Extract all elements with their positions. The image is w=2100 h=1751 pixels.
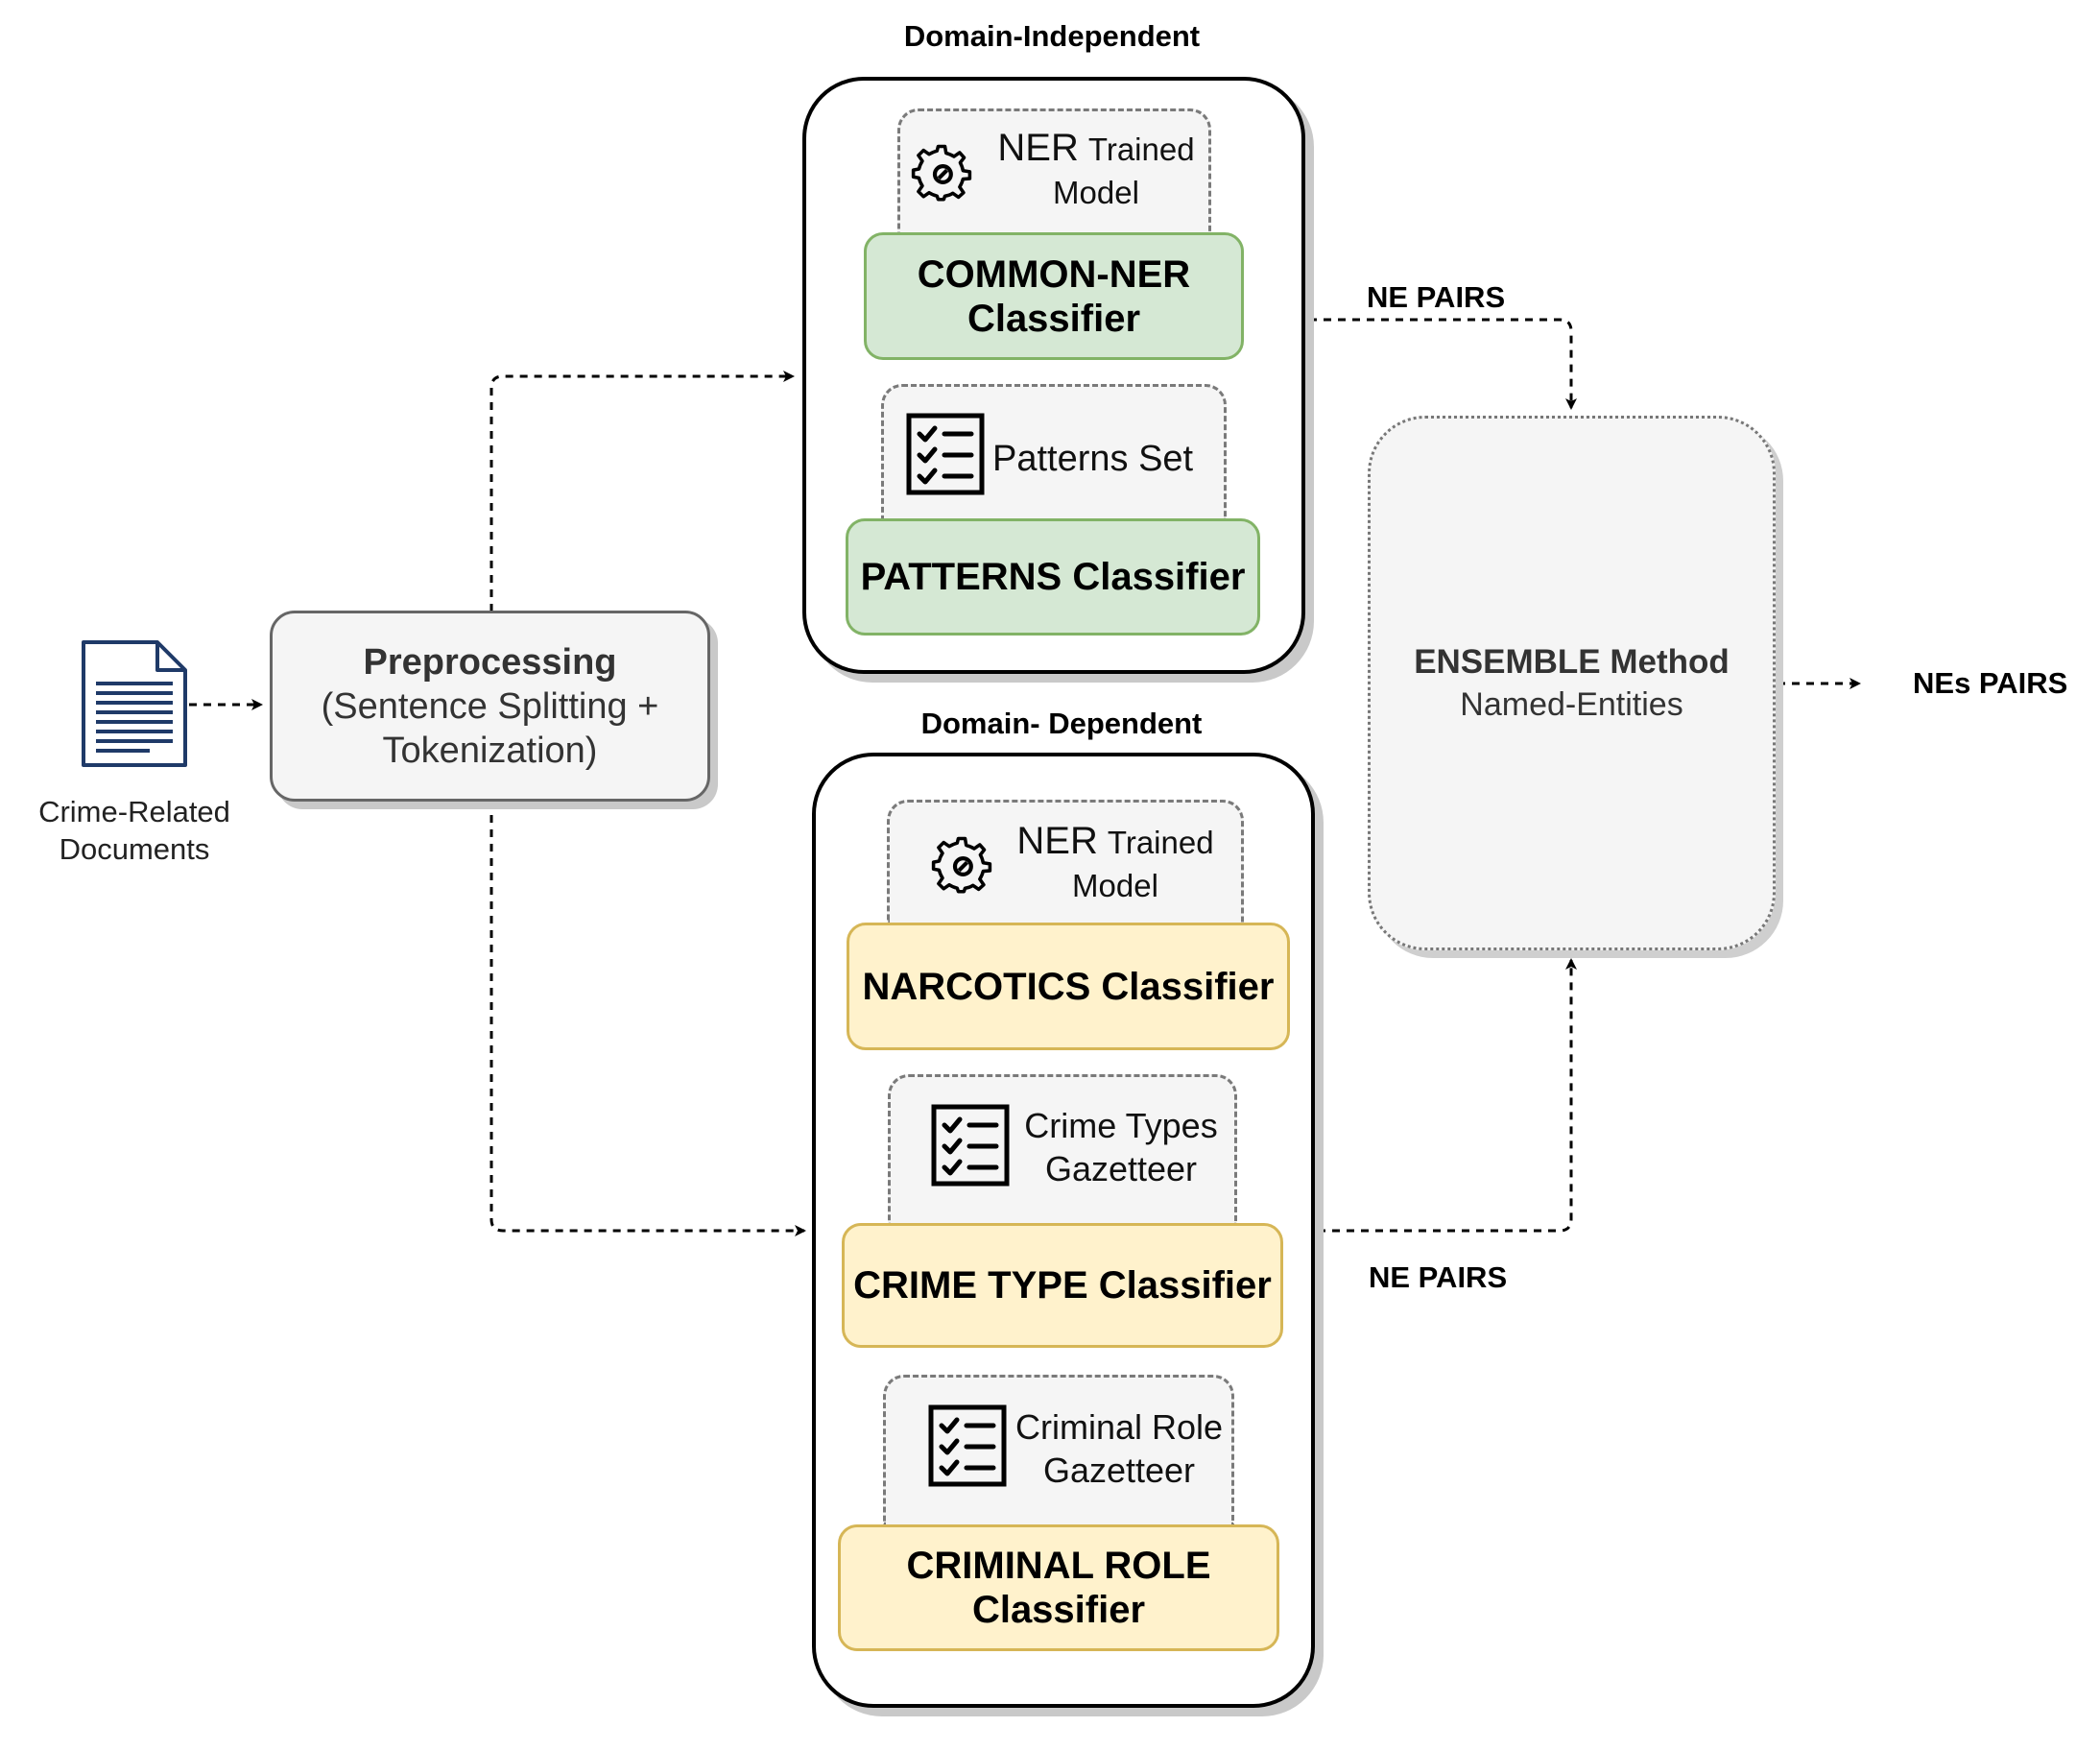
output-label: NEs PAIRS: [1913, 666, 2068, 700]
crime-type-classifier: CRIME TYPE Classifier: [842, 1223, 1283, 1348]
preprocessing-box: Preprocessing (Sentence Splitting + Toke…: [270, 611, 710, 802]
crime-types-line2: Gazetteer: [1044, 1149, 1198, 1188]
crime-types-line1: Crime Types: [1024, 1106, 1218, 1145]
model-text: Model: [1072, 868, 1158, 903]
criminal-role-gazetteer-label: Criminal Role Gazetteer: [1012, 1405, 1227, 1492]
criminal-role-classifier-line1: CRIMINAL ROLE: [906, 1545, 1211, 1587]
trained-text: Trained: [1087, 132, 1195, 167]
ensemble-title: ENSEMBLE Method: [1414, 642, 1730, 681]
ner-model-label-dependent: NER Trained Model: [1000, 820, 1230, 907]
arrow-domain-dependent-to-ensemble: [1318, 958, 1577, 1233]
arrow-preprocessing-to-domain-dependent: [489, 801, 806, 1236]
document-label-line1: Crime-Related: [38, 795, 230, 828]
preprocessing-line3: Tokenization): [382, 730, 598, 771]
common-ner-classifier: COMMON-NER Classifier: [864, 232, 1244, 360]
patterns-set-label: Patterns Set: [992, 439, 1194, 479]
preprocessing-line2: (Sentence Splitting +: [321, 685, 659, 727]
ensemble-method-box: ENSEMBLE Method Named-Entities: [1368, 416, 1776, 950]
patterns-set-tab: [881, 384, 1227, 521]
document-label: Crime-Related Documents: [19, 793, 250, 868]
checklist-icon: [928, 1404, 1007, 1487]
criminal-role-line1: Criminal Role: [1014, 1407, 1224, 1447]
domain-independent-title: Domain-Independent: [903, 19, 1201, 53]
ne-pairs-bottom-label: NE PAIRS: [1369, 1260, 1508, 1294]
document-icon: [82, 640, 187, 767]
common-ner-line1: COMMON-NER: [917, 252, 1191, 296]
patterns-classifier: PATTERNS Classifier: [846, 518, 1260, 636]
ensemble-subtitle: Named-Entities: [1460, 685, 1683, 723]
domain-dependent-title: Domain- Dependent: [920, 707, 1203, 740]
criminal-role-line2: Gazetteer: [1042, 1451, 1196, 1490]
gear-icon: [911, 144, 972, 202]
ner-model-tab-dependent: [887, 800, 1244, 923]
narcotics-classifier: NARCOTICS Classifier: [847, 923, 1290, 1050]
gear-icon: [931, 836, 992, 894]
ne-pairs-top-label: NE PAIRS: [1367, 280, 1506, 314]
arrow-domain-independent-to-ensemble: [1309, 318, 1577, 410]
checklist-icon: [931, 1104, 1010, 1187]
criminal-role-classifier-line2: Classifier: [971, 1589, 1146, 1631]
checklist-icon: [906, 413, 985, 495]
criminal-role-classifier: CRIMINAL ROLE Classifier: [838, 1524, 1279, 1651]
crime-types-gazetteer-label: Crime Types Gazetteer: [1019, 1104, 1223, 1190]
ner-text: NER: [1016, 820, 1098, 862]
common-ner-line2: Classifier: [966, 297, 1141, 340]
arrow-preprocessing-to-domain-independent: [489, 371, 795, 612]
ner-model-label-independent: NER Trained Model: [981, 127, 1211, 214]
document-label-line2: Documents: [59, 832, 210, 866]
ner-text: NER: [997, 127, 1079, 169]
preprocessing-title: Preprocessing: [363, 641, 617, 683]
model-text: Model: [1053, 175, 1139, 210]
trained-text: Trained: [1107, 825, 1214, 860]
